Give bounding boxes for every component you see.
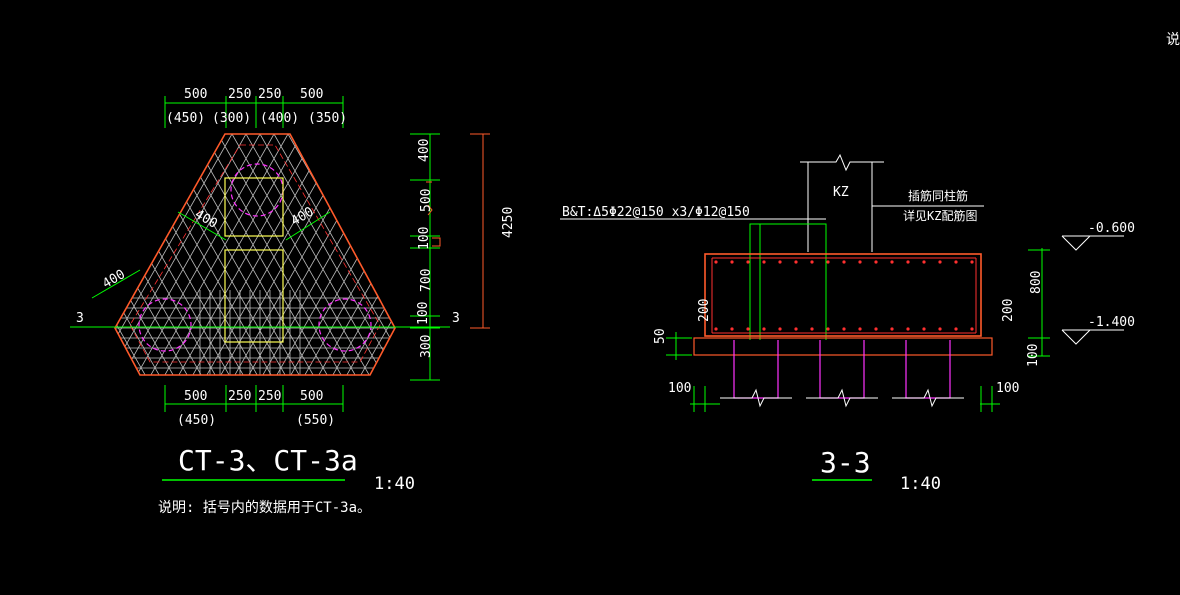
plan-scale: 1:40	[374, 474, 415, 494]
top-dim-2: 250	[228, 87, 251, 102]
pile-breaks	[720, 388, 964, 408]
right-dimension-chain	[410, 133, 440, 381]
bottom-dimension	[164, 385, 344, 412]
piles	[733, 340, 951, 399]
dim-100-right: 100	[996, 381, 1019, 396]
bottom-dim-alt-2: (550)	[296, 413, 335, 428]
elevation-top: -0.600	[1088, 221, 1135, 236]
right-dim-4: 700	[419, 269, 434, 292]
rebar-mesh	[115, 134, 395, 375]
footing-outline	[114, 133, 396, 376]
total-height-dim	[426, 133, 490, 329]
rebar-note: B&T:Δ5Φ22@150 x3/Φ12@150	[562, 205, 750, 220]
bottom-dim-1: 500	[184, 389, 207, 404]
dim-100-vertical: 100	[1026, 344, 1041, 367]
diag-dim-outer: 400	[100, 267, 128, 292]
rebar-dots	[714, 260, 974, 331]
top-dim-alt-3: (400)	[260, 111, 299, 126]
footing-section	[704, 253, 982, 337]
diagonal-dimensions	[91, 211, 331, 299]
bottom-dim-3: 250	[258, 389, 281, 404]
dowels	[749, 223, 827, 340]
right-dim-1: 400	[417, 139, 432, 162]
bottom-dim-4: 500	[300, 389, 323, 404]
dim-100-left: 100	[668, 381, 691, 396]
dowel-note-2: 详见KZ配筋图	[903, 208, 977, 223]
elevation-bottom: -1.400	[1088, 315, 1135, 330]
top-dim-alt-4: (350)	[308, 111, 347, 126]
dim-50: 50	[653, 328, 668, 344]
top-dim-alt-1: (450)	[166, 111, 205, 126]
top-dim-1: 500	[184, 87, 207, 102]
blinding-layer	[693, 337, 993, 356]
right-dim-5: 100	[416, 302, 431, 325]
section-dimensions	[666, 248, 1050, 412]
total-height-label: 4250	[501, 207, 516, 238]
column-lower	[224, 249, 284, 343]
plan-title: CT-3、CT-3a	[178, 444, 358, 477]
right-dim-6: 300	[419, 335, 434, 358]
rebar-lines	[711, 257, 977, 334]
top-dim-3: 250	[258, 87, 281, 102]
top-dim-alt-2: (300)	[212, 111, 251, 126]
elevation-marks	[1061, 235, 1124, 345]
top-dim-4: 500	[300, 87, 323, 102]
right-dim-3: 100	[417, 227, 432, 250]
section-scale: 1:40	[900, 474, 941, 494]
dim-depth: 800	[1029, 271, 1044, 294]
plan-note: 说明: 括号内的数据用于CT-3a。	[158, 500, 371, 516]
section-view: KZ B&T:Δ5Φ22@150 x3/Φ1	[560, 153, 1135, 494]
right-dim-2: 500	[419, 189, 434, 212]
section-mark-left: 3	[76, 311, 84, 326]
section-mark-right: 3	[452, 311, 460, 326]
column-kz	[800, 153, 884, 252]
bottom-dim-2: 250	[228, 389, 251, 404]
section-title: 3-3	[820, 446, 871, 479]
top-dimension	[164, 96, 344, 128]
corner-note-fragment: 说	[1166, 32, 1180, 48]
plan-view: 500 250 250 500 (450) (300) (400) (350) …	[70, 87, 516, 516]
dim-cover-left: 200	[697, 299, 712, 322]
bottom-dim-alt-1: (450)	[177, 413, 216, 428]
dim-cover-right: 200	[1001, 299, 1016, 322]
dowel-note-1: 插筋同柱筋	[908, 188, 968, 203]
column-kz-label: KZ	[833, 185, 849, 200]
column-upper	[224, 177, 284, 237]
